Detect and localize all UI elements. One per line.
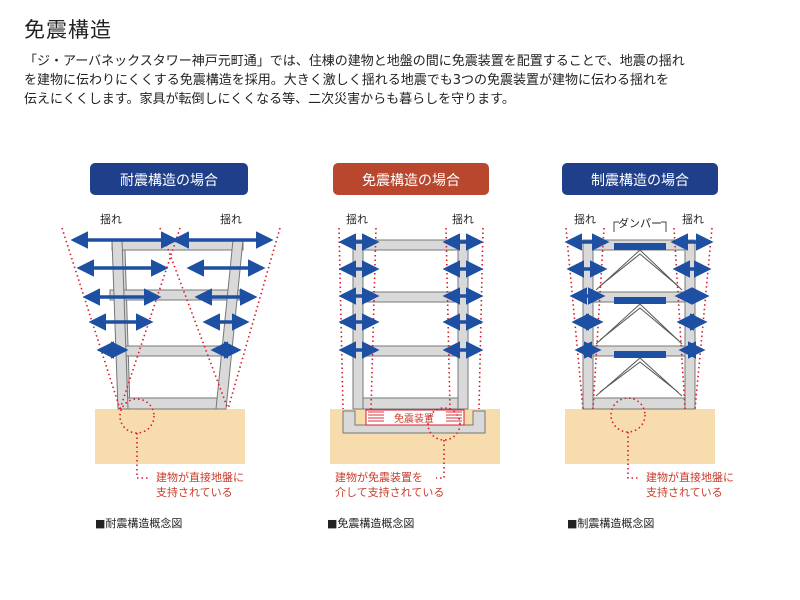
device-label: 免震装置 bbox=[394, 412, 434, 425]
panel-header: 免震構造の場合 bbox=[362, 173, 460, 189]
damper-icon bbox=[614, 297, 666, 304]
description-line: 「ジ・アーバネックスタワー神戸元町通」では、住棟の建物と地盤の間に免震装置を配置… bbox=[24, 54, 685, 69]
isolation-devices bbox=[365, 409, 465, 426]
callout-leader bbox=[136, 433, 150, 479]
callout-text: 支持されている bbox=[646, 485, 723, 499]
description-line: 伝えにくくします。家具が転倒しにくくなる等、二次災害からも暮らしを守ります。 bbox=[24, 92, 515, 107]
description-line: を建物に伝わりにくくする免震構造を採用。大きく激しく揺れる地震でも3つの免震装置… bbox=[24, 73, 670, 88]
description: 「ジ・アーバネックスタワー神戸元町通」では、住棟の建物と地盤の間に免震装置を配置… bbox=[24, 52, 784, 109]
callout-text: 建物が直接地盤に bbox=[646, 470, 734, 484]
ground bbox=[95, 409, 245, 464]
callout-text: 支持されている bbox=[156, 485, 233, 499]
sway-label-left: 揺れ bbox=[100, 213, 122, 226]
damper-bracket bbox=[661, 221, 667, 232]
foundation-pit bbox=[342, 410, 486, 434]
panel-header-box bbox=[562, 163, 718, 195]
panel-caption: ■免震構造概念図 bbox=[327, 516, 414, 530]
building-frame bbox=[352, 239, 469, 410]
panel-menshin: 免震構造の場合 免震装置 bbox=[327, 163, 500, 530]
callout-text: 介して支持されている bbox=[335, 485, 444, 499]
damper-bracket bbox=[613, 221, 619, 232]
sway-label-right: 揺れ bbox=[452, 213, 474, 226]
support-circle bbox=[610, 397, 646, 433]
page-title: 免震構造 bbox=[24, 18, 112, 42]
panel-seishin: 制震構造の場合 ダンパー bbox=[562, 163, 734, 530]
callout-text: 建物が免震装置を bbox=[335, 470, 423, 484]
sway-arrows bbox=[338, 233, 484, 359]
panel-header: 制震構造の場合 bbox=[591, 173, 689, 189]
panel-header-box bbox=[90, 163, 248, 195]
sway-label-right: 揺れ bbox=[682, 213, 704, 226]
building-frame bbox=[582, 239, 696, 410]
support-circle bbox=[427, 407, 461, 441]
panel-caption: ■耐震構造概念図 bbox=[95, 516, 182, 530]
damper-icon bbox=[614, 243, 666, 250]
sway-label-right: 揺れ bbox=[220, 213, 242, 226]
callout-text: 建物が直接地盤に bbox=[156, 470, 244, 484]
ground bbox=[565, 409, 715, 464]
sway-label-left: 揺れ bbox=[346, 213, 368, 226]
callout-leader bbox=[627, 432, 640, 479]
panel-header: 耐震構造の場合 bbox=[120, 173, 218, 189]
support-circle bbox=[119, 398, 155, 434]
damper-label: ダンパー bbox=[618, 216, 662, 230]
panel-taishin: 耐震構造の場合 bbox=[61, 163, 281, 530]
dampers bbox=[595, 243, 683, 397]
panel-caption: ■制震構造概念図 bbox=[567, 516, 654, 530]
sway-arrows bbox=[70, 231, 274, 359]
panel-header-box bbox=[333, 163, 489, 195]
damper-icon bbox=[614, 351, 666, 358]
building-frame bbox=[109, 239, 244, 410]
sway-envelope bbox=[61, 227, 281, 410]
sway-label-left: 揺れ bbox=[574, 213, 596, 226]
sway-arrows bbox=[564, 233, 714, 359]
